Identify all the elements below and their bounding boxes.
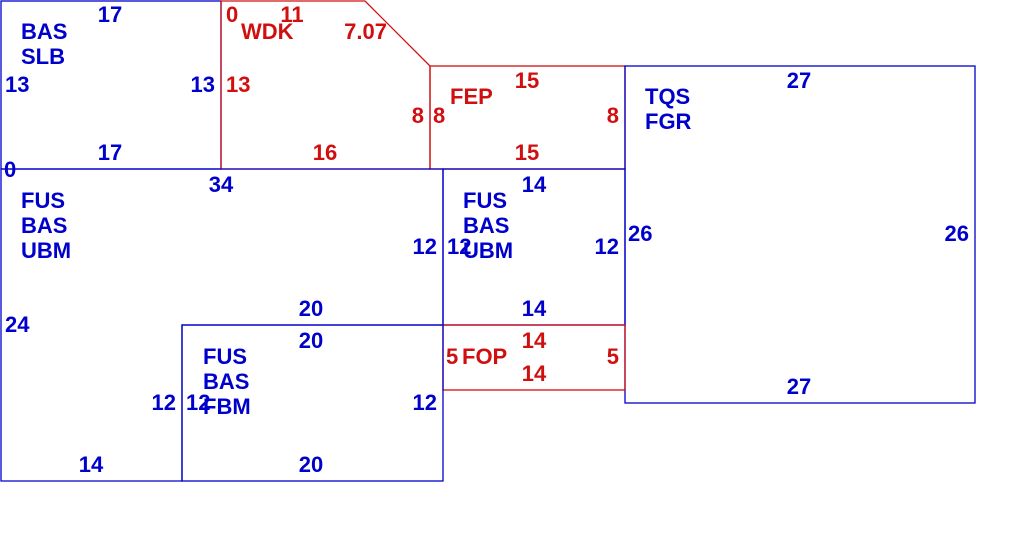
room-fus-bas-ubm-left-dim-top: 34: [209, 172, 234, 197]
room-bas-slb-dim-right: 13: [191, 72, 215, 97]
room-tqs-fgr-label-2: FGR: [645, 109, 692, 134]
room-fus-bas-ubm-left-label-2: BAS: [21, 213, 67, 238]
room-fus-bas-ubm-mid-dim-bottom: 14: [522, 296, 547, 321]
room-tqs-fgr-dim-right: 26: [945, 221, 969, 246]
room-bas-slb-label-2: SLB: [21, 44, 65, 69]
room-fus-bas-ubm-left-label-1: FUS: [21, 188, 65, 213]
room-fus-bas-fbm-label-1: FUS: [203, 344, 247, 369]
room-bas-slb-dim-top: 17: [98, 2, 122, 27]
room-fus-bas-ubm-left-dim-right: 12: [413, 234, 437, 259]
room-fus-bas-fbm-outline: [181, 324, 444, 482]
room-fus-bas-fbm-dim-left: 12: [186, 390, 210, 415]
room-fus-bas-ubm-mid-label-3: UBM: [463, 238, 513, 263]
room-fus-bas-fbm-label-2: BAS: [203, 369, 249, 394]
room-fus-bas-fbm-dim-top: 20: [299, 328, 323, 353]
room-tqs-fgr-dim-top: 27: [787, 68, 811, 93]
room-fop-label: FOP: [462, 344, 507, 369]
room-fus-bas-fbm-dim-bottom: 20: [299, 452, 323, 477]
room-fep-label: FEP: [450, 84, 493, 109]
room-tqs-fgr-label-1: TQS: [645, 84, 690, 109]
room-wdk-dim-top: 11: [280, 2, 303, 27]
room-fus-bas-ubm-left-dim-corner: 0: [4, 157, 16, 182]
room-fus-bas-ubm-left-label-3: UBM: [21, 238, 71, 263]
room-fop-dim-left: 5: [446, 344, 458, 369]
room-fop-dim-top: 14: [522, 328, 547, 353]
room-fus-bas-ubm-left-dim-left: 24: [5, 312, 30, 337]
room-fus-bas-ubm-mid-label-1: FUS: [463, 188, 507, 213]
room-wdk-dim-left: 13: [226, 72, 250, 97]
room-fep-dim-top: 15: [515, 68, 539, 93]
room-tqs-fgr-dim-bottom: 27: [787, 374, 811, 399]
room-fus-bas-fbm-dim-right: 12: [413, 390, 437, 415]
room-fus-bas-fbm-label-3: FBM: [203, 394, 251, 419]
room-fep-dim-bottom: 15: [515, 140, 539, 165]
room-fep-dim-left: 8: [433, 103, 445, 128]
room-fop-dim-bottom: 14: [522, 361, 547, 386]
room-wdk-dim-bottom: 16: [313, 140, 337, 165]
room-fus-bas-ubm-mid-label-2: BAS: [463, 213, 509, 238]
room-wdk-dim-corner: 0: [226, 2, 238, 27]
room-wdk-dim-diagonal: 7.07: [344, 19, 387, 44]
room-bas-slb-dim-left: 13: [5, 72, 29, 97]
room-tqs-fgr-dim-left: 26: [628, 221, 652, 246]
room-fus-bas-ubm-mid-dim-left: 12: [447, 234, 471, 259]
room-fus-bas-ubm-mid-dim-right: 12: [595, 234, 619, 259]
room-wdk-label: WDK: [241, 19, 294, 44]
room-bas-slb-dim-bottom: 17: [98, 140, 122, 165]
room-fus-bas-ubm-left-dim-inner-top: 20: [299, 296, 323, 321]
room-bas-slb-label-1: BAS: [21, 19, 67, 44]
room-fep-dim-right: 8: [607, 103, 619, 128]
room-fop-dim-right: 5: [607, 344, 619, 369]
room-fus-bas-ubm-left-dim-inner-right: 12: [152, 390, 176, 415]
room-fus-bas-ubm-mid-dim-top: 14: [522, 172, 547, 197]
room-fus-bas-ubm-left-dim-bottom: 14: [79, 452, 104, 477]
room-wdk-dim-right: 8: [412, 103, 424, 128]
